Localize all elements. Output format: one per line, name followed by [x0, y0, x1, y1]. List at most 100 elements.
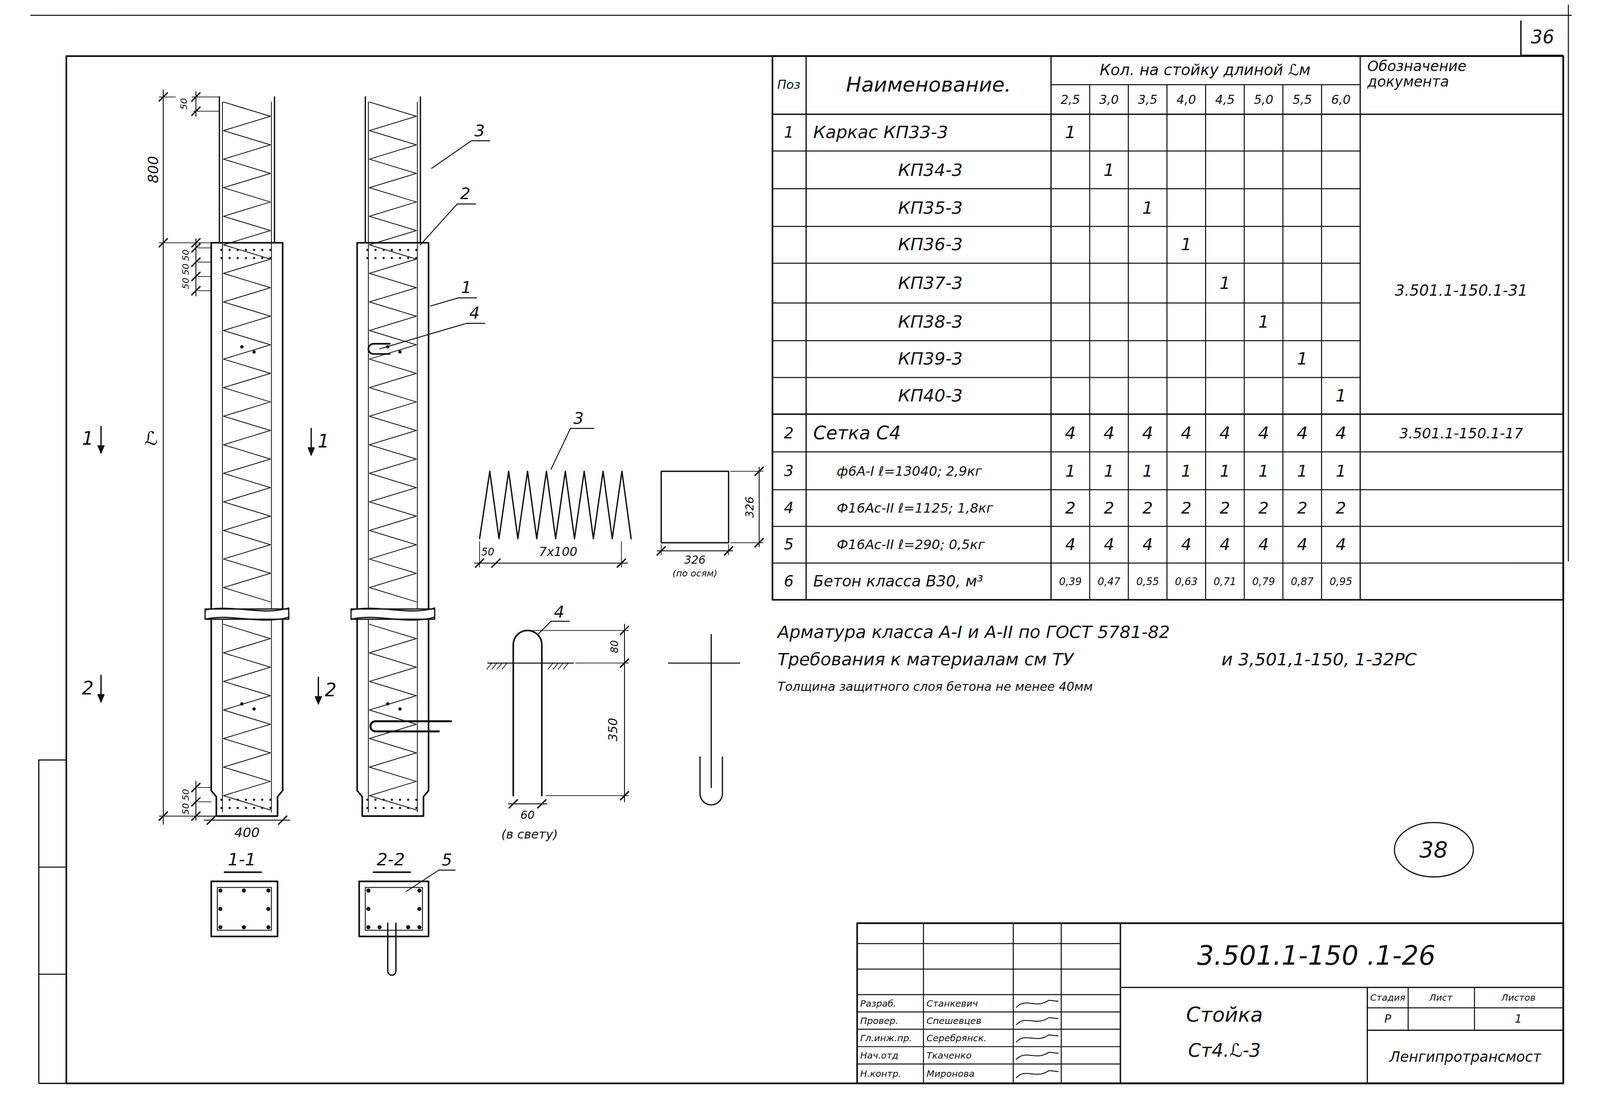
dimension-tick	[206, 816, 216, 825]
table-rule	[1051, 84, 1361, 86]
section-title: 1-1	[227, 850, 256, 870]
rebar-dot	[374, 806, 377, 810]
callout-number: 3	[573, 409, 584, 428]
table-cell: 4	[1142, 423, 1154, 444]
leader-line	[431, 140, 472, 169]
table-cell: 2	[1142, 499, 1153, 517]
title-block-text: Н.контр.	[860, 1068, 902, 1079]
leader-line	[406, 870, 439, 892]
rebar-dot	[398, 799, 402, 802]
title-block-rule	[1366, 987, 1368, 1084]
stamp-column-divider	[38, 974, 67, 976]
longitudinal-bar	[367, 102, 369, 813]
rebar-dot	[269, 248, 272, 252]
extension-line	[730, 470, 764, 472]
dimension-text: 50	[180, 277, 191, 290]
table-rule	[772, 489, 1564, 491]
drawing-frame	[66, 56, 1564, 1084]
dimension-text: (по осям)	[672, 568, 718, 579]
section-cage	[217, 887, 272, 931]
section-title: 2-2	[376, 850, 405, 870]
rebar-dot	[266, 925, 271, 930]
rebar-dot	[252, 707, 256, 711]
table-cell: 4	[1219, 423, 1231, 444]
rebar-dot	[218, 907, 223, 912]
table-cell: 1	[1296, 349, 1308, 369]
column-outline	[211, 242, 283, 817]
table-cell: ф6А-I ℓ=13040; 2,9кг	[836, 464, 983, 479]
table-cell: 0,79	[1252, 576, 1275, 588]
table-cell: 0,95	[1329, 576, 1353, 588]
title-block-rule	[856, 943, 1121, 945]
rebar-dot	[242, 925, 247, 930]
callout-number: 4	[469, 304, 480, 323]
title-block-rule	[923, 923, 924, 1084]
title-block-rule	[1060, 923, 1062, 1084]
rebar-dot	[266, 907, 271, 912]
table-cell: 1	[1142, 462, 1153, 480]
rebar-dot	[366, 888, 371, 893]
extension-line	[197, 815, 212, 817]
title-block-text: Миронова	[926, 1068, 975, 1079]
table-rule	[805, 56, 807, 600]
table-rule	[1205, 84, 1207, 600]
rebar-dot	[398, 707, 402, 711]
table-rule	[772, 340, 1361, 342]
table-cell: 1	[1103, 462, 1115, 480]
dimension-text: 60	[520, 809, 535, 822]
section-mark: 2	[82, 678, 94, 699]
table-header: 4,0	[1176, 93, 1197, 108]
title-block-rule	[856, 969, 1121, 971]
table-cell: 1	[1142, 198, 1154, 218]
extension-line	[197, 787, 212, 789]
table-header: 2,5	[1060, 93, 1081, 108]
rebar-dot	[236, 257, 239, 260]
table-cell: КП37-3	[898, 273, 963, 294]
table-rule	[1166, 84, 1168, 600]
callout-underline	[471, 140, 490, 142]
rebar-dot	[252, 257, 256, 260]
rebar-dot	[240, 702, 244, 706]
table-cell: КП36-3	[898, 235, 963, 255]
callout-number: 2	[459, 185, 471, 203]
table-cell: 0,39	[1058, 576, 1082, 588]
rebar-dot	[236, 806, 239, 810]
rebar-dot	[228, 806, 231, 810]
table-cell: 1	[1335, 386, 1347, 406]
dimension-text: 50	[180, 789, 191, 801]
extension-line	[159, 242, 212, 244]
rebar-dot	[261, 806, 264, 810]
dimension-line	[204, 820, 290, 821]
section-outline	[359, 881, 429, 937]
table-rule	[1359, 56, 1362, 600]
dimension-text: 400	[234, 825, 260, 841]
dimension-tick	[191, 238, 201, 248]
title-block-text: Листов	[1501, 992, 1536, 1003]
sheet-number-box: 36	[1520, 20, 1564, 57]
extension-line	[197, 262, 212, 264]
dimension-tick	[537, 800, 547, 809]
dimension-text: 800	[145, 155, 161, 184]
section-arrow-head	[315, 696, 322, 705]
leader-line	[551, 428, 571, 470]
title-block-text: Р	[1384, 1013, 1392, 1026]
note-text: Толщина защитного слоя бетона не менее 4…	[777, 680, 1094, 694]
section-mark: 1	[317, 431, 330, 452]
table-header: Наименование.	[846, 73, 1012, 96]
rebar-dot	[382, 248, 385, 252]
dimension-text: 50	[180, 263, 191, 276]
rebar-dot	[252, 806, 256, 810]
rebar-dot	[252, 350, 256, 354]
table-rule	[772, 226, 1361, 228]
title-block-text: Ткаченко	[926, 1050, 972, 1061]
signature-scribble	[1016, 1052, 1059, 1060]
callout-number: 5	[441, 851, 453, 869]
table-rule	[1321, 84, 1322, 600]
table-rule	[1243, 84, 1245, 600]
spiral-detail	[479, 471, 631, 539]
rebar-dot	[382, 257, 385, 260]
sheet-edge	[30, 14, 1572, 16]
rebar-dot	[390, 799, 393, 802]
ground-hatch	[486, 663, 492, 670]
dimension-line	[758, 467, 760, 548]
